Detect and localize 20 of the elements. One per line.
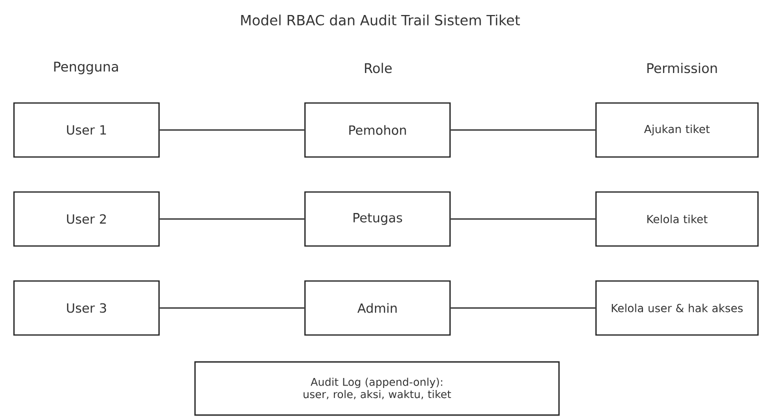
user-box: User 1 — [13, 102, 160, 158]
permission-box: Kelola user & hak akses — [595, 280, 759, 336]
connector-line — [450, 218, 596, 220]
connector-line — [160, 307, 304, 309]
user-box: User 3 — [13, 280, 160, 336]
title: Model RBAC dan Audit Trail Sistem Tiket — [241, 14, 520, 26]
user-box: User 2 — [13, 191, 160, 247]
role-box: Pemohon — [304, 102, 451, 158]
connector-line — [450, 307, 596, 309]
permission-box: Kelola tiket — [595, 191, 759, 247]
connector-line — [160, 129, 304, 131]
role-box: Petugas — [304, 191, 451, 247]
permission-box: Ajukan tiket — [595, 102, 759, 158]
role-box: Admin — [304, 280, 451, 336]
connector-line — [160, 218, 304, 220]
audit-log-box: Audit Log (append-only): user, role, aksi, waktu, tiket — [194, 361, 560, 416]
column-header: Permission — [647, 62, 717, 74]
column-header: Role — [364, 62, 392, 74]
connector-line — [450, 129, 596, 131]
column-header: Pengguna — [54, 62, 118, 74]
